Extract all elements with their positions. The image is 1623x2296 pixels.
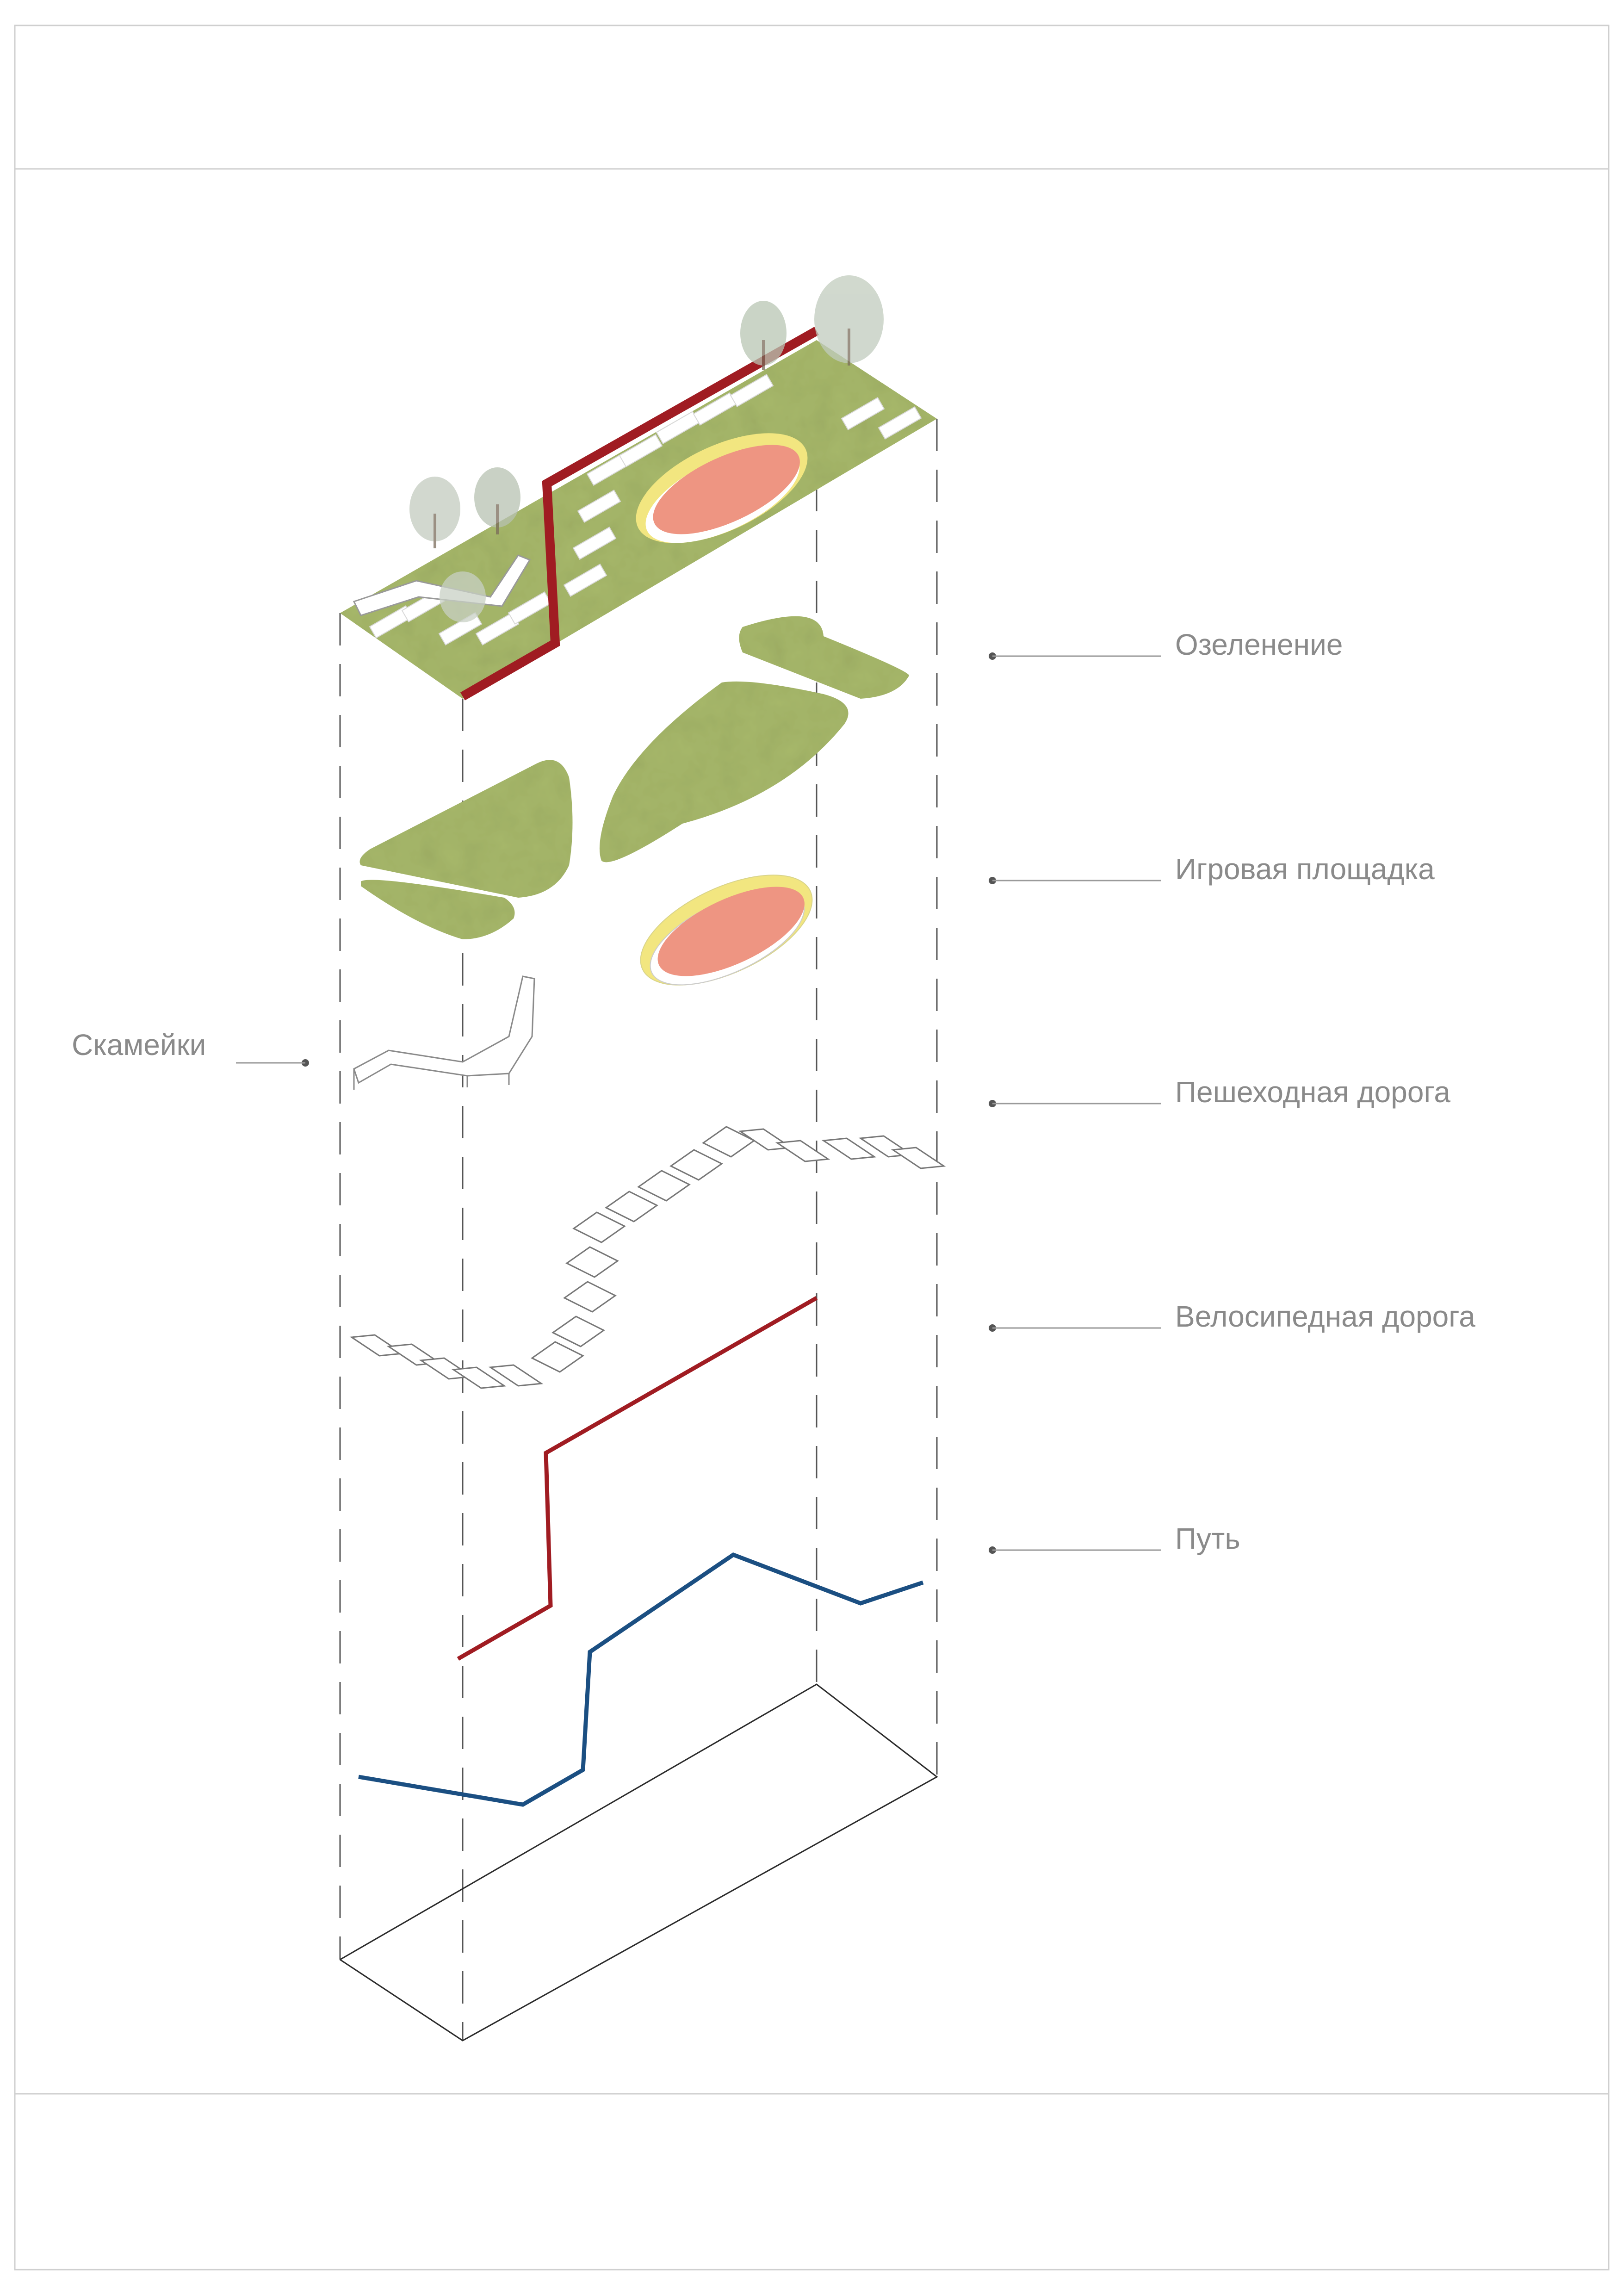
label-greenery: Озеленение (989, 628, 1343, 661)
tree-icon (409, 275, 884, 622)
label-pedestrian-road: Пешеходная дорога (989, 1075, 1450, 1109)
assembled-bicycle-road (460, 327, 819, 701)
label-greenery-text: Озеленение (1175, 628, 1343, 661)
label-benches: Скамейки (72, 1028, 309, 1067)
label-bicycle-road-text: Велосипедная дорога (1175, 1300, 1475, 1333)
label-benches-text: Скамейки (72, 1028, 206, 1061)
playground-layer (640, 875, 813, 986)
label-playground: Игровая площадка (989, 852, 1435, 886)
base-box (340, 1683, 938, 2042)
assembled-paving (369, 374, 922, 645)
assembled-playground (636, 433, 808, 543)
label-bicycle-road: Велосипедная дорога (989, 1300, 1475, 1333)
label-playground-text: Игровая площадка (1175, 852, 1435, 886)
label-path-text: Путь (1175, 1522, 1240, 1555)
bicycle-road-layer (457, 1296, 818, 1661)
greenery-layer (359, 616, 909, 939)
label-pedestrian-road-text: Пешеходная дорога (1175, 1075, 1450, 1109)
title-block-bottom (14, 2093, 1610, 2271)
assembled-site-layer (340, 275, 937, 701)
label-path: Путь (989, 1522, 1240, 1555)
assembled-bench (353, 554, 531, 616)
path-layer (358, 1552, 924, 1807)
bench-layer (353, 975, 535, 1090)
pedestrian-road-layer (349, 1126, 946, 1389)
title-block-top (14, 25, 1610, 170)
